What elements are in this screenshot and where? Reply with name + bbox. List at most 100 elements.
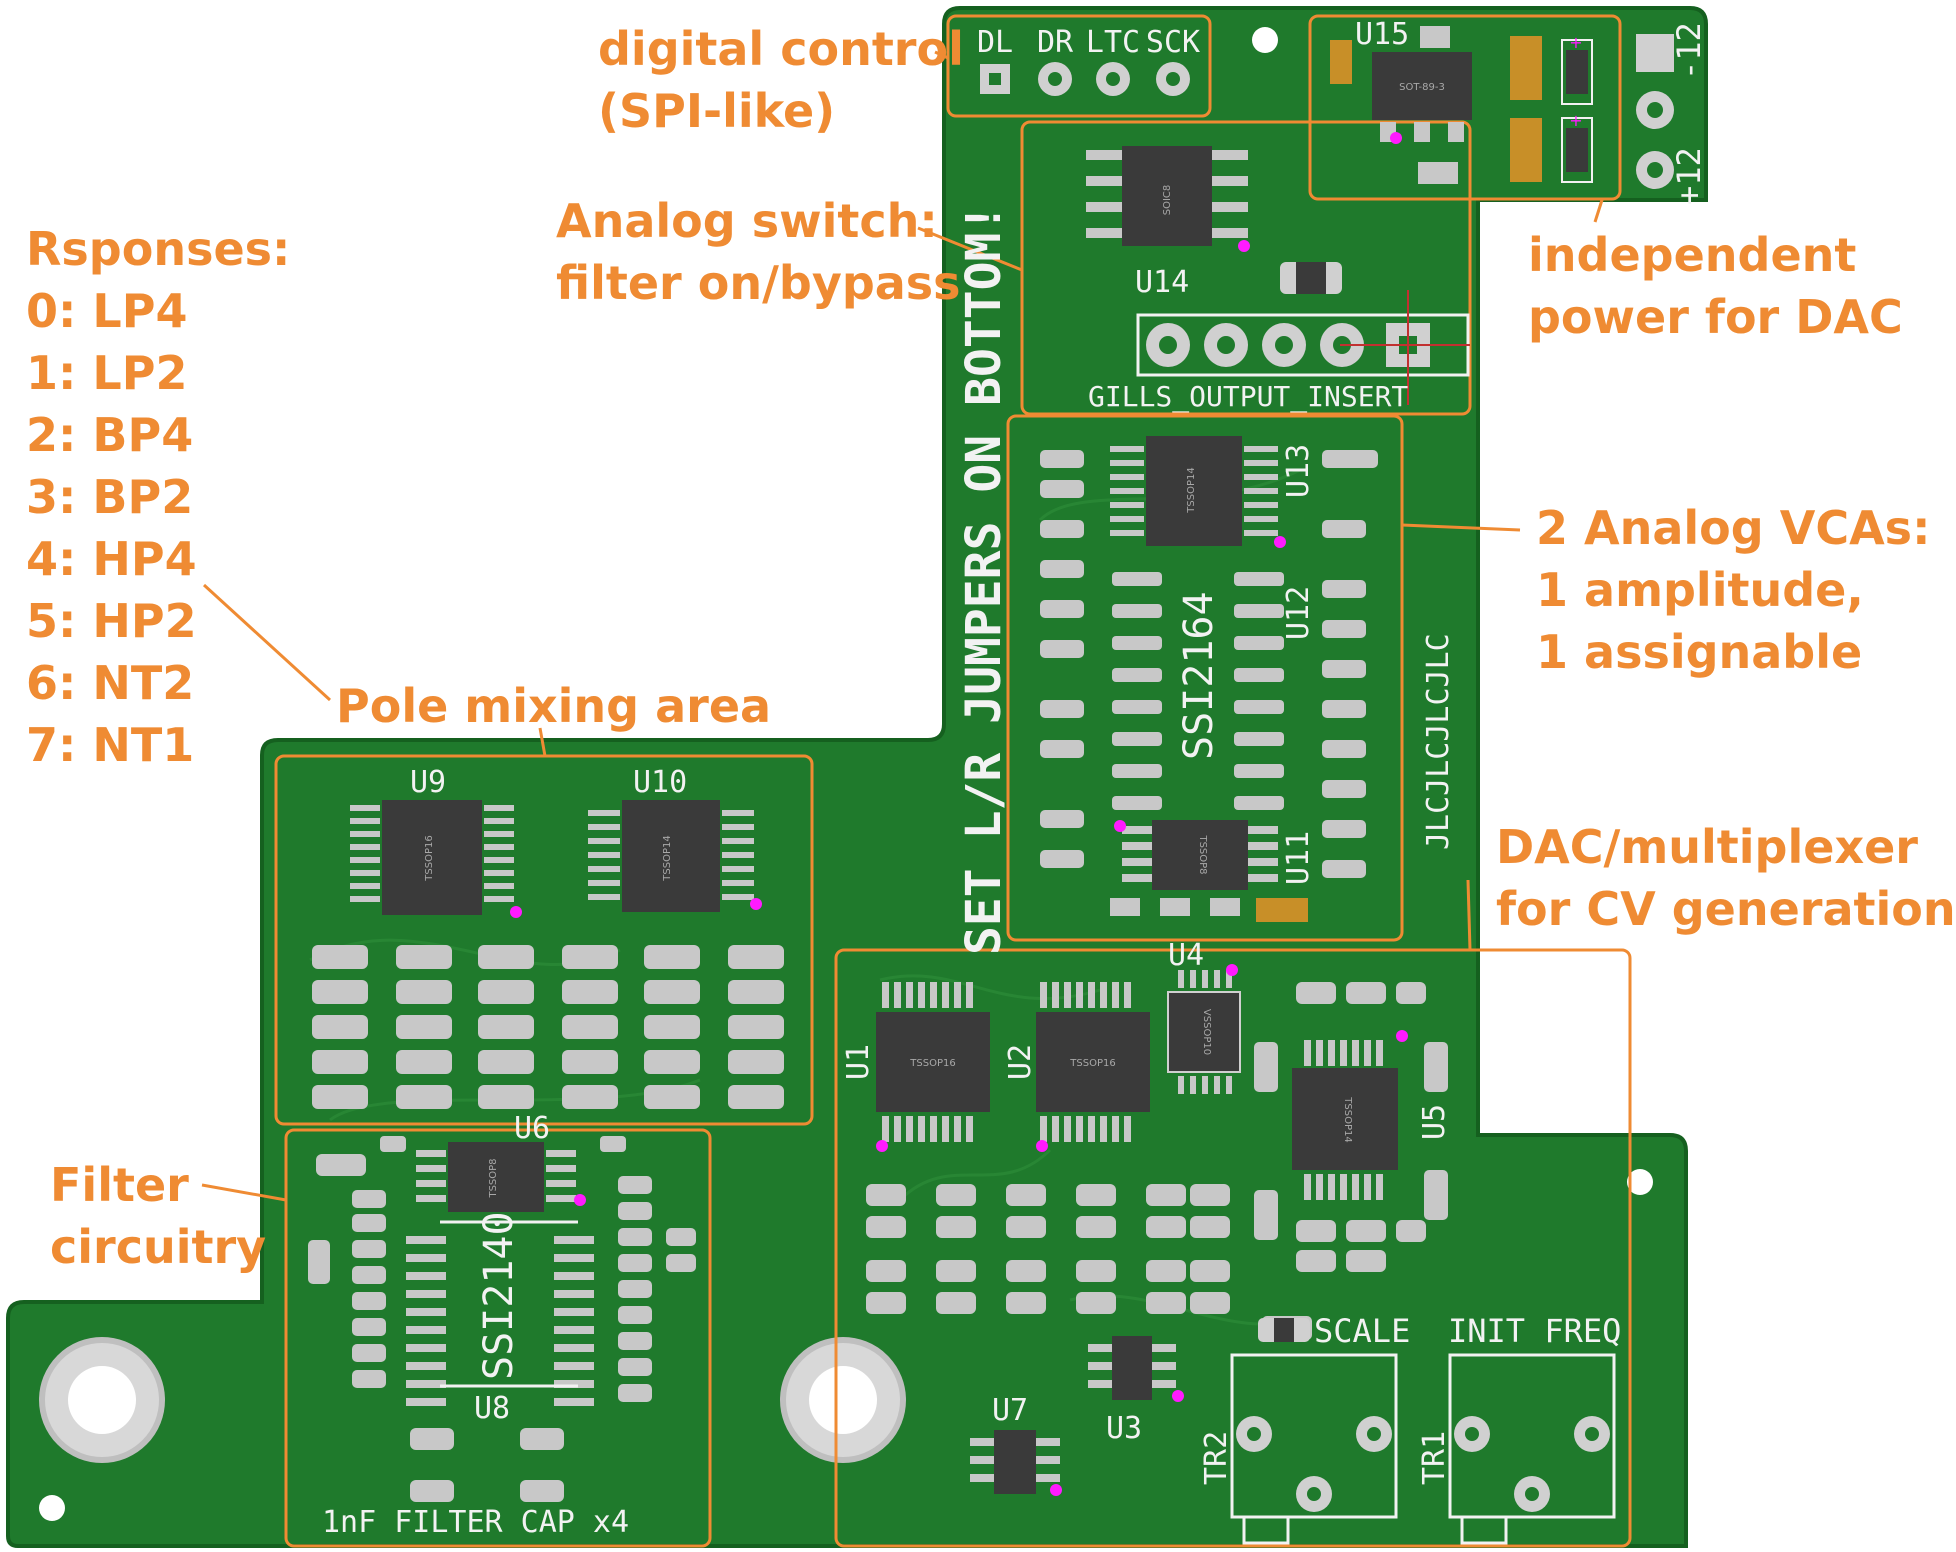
area-dac [834, 948, 1632, 1548]
power-label-minus12: -12 [1670, 22, 1708, 80]
trimmer-tr2: TR2 SCALE [1199, 1312, 1410, 1545]
chip-package-u15: SOT-89-3 [1399, 82, 1445, 93]
annotation-line: independent [1528, 228, 1857, 282]
ref-label-u7: U7 [992, 1393, 1028, 1428]
annotation-line: 4: HP4 [26, 532, 197, 586]
header-pin-label: DR [1037, 25, 1074, 60]
chip-package-u4: VSSOP10 [1201, 1009, 1212, 1055]
chip-package-u6: TSSOP8 [488, 1158, 499, 1198]
annotation-line: (SPI-like) [598, 84, 836, 138]
area-analog-switch [1020, 120, 1472, 416]
filter-passives [308, 1136, 696, 1502]
area-digital-control [946, 14, 1212, 118]
annotation-analog-switch: Analog switch: filter on/bypass [556, 190, 961, 314]
ic-u11: TSSOP8 U11 [1114, 820, 1316, 890]
annotation-line: filter on/bypass [556, 256, 961, 310]
label-output-insert: GILLS_OUTPUT_INSERT [1088, 380, 1408, 414]
svg-text:+: + [1569, 111, 1582, 130]
label-init-freq: INIT FREQ [1448, 1312, 1621, 1350]
label-scale: SCALE [1314, 1312, 1410, 1350]
ic-u9: U9 TSSOP16 [350, 765, 522, 918]
annotation-line: 6: NT2 [26, 656, 195, 710]
output-insert-header: GILLS_OUTPUT_INSERT [1088, 290, 1470, 414]
ref-label-u6: U6 [514, 1111, 550, 1146]
area-filter [284, 1128, 712, 1548]
annotation-line: for CV generation [1496, 882, 1956, 936]
leader-lines [201, 50, 1604, 1202]
ic-u4: U4 VSSOP10 [1167, 938, 1241, 1094]
ic-u7: U7 [970, 1393, 1062, 1496]
ref-label-u12: U12 [1281, 586, 1316, 640]
annotation-dac: DAC/multiplexer for CV generation [1496, 816, 1956, 940]
power-pin-square [1636, 34, 1674, 72]
annotation-line: 7: NT1 [26, 718, 195, 772]
annotation-line: circuitry [50, 1220, 267, 1274]
chip-package-u1: TSSOP16 [909, 1058, 955, 1069]
label-filter-cap: 1nF FILTER CAP x4 [322, 1505, 629, 1540]
label-jlc: JLCJLCJLCJLC [1421, 633, 1456, 850]
area-vcas [1006, 414, 1404, 942]
annotation-line: digital control [598, 22, 964, 76]
ic-u5: TSSOP14 U5 [1292, 1030, 1452, 1200]
annotation-line: 3: BP2 [26, 470, 194, 524]
ref-label-u14: U14 [1135, 265, 1189, 300]
chip-package-u11: TSSOP8 [1197, 834, 1208, 874]
annotation-line: Rsponses: [26, 222, 291, 276]
trimmer-tr1: TR1 INIT FREQ [1417, 1312, 1621, 1545]
header-pin-label: SCK [1146, 25, 1200, 60]
fiducial-top [1252, 27, 1278, 53]
annotation-responses: Rsponses: 0: LP4 1: LP2 2: BP4 3: BP2 4:… [26, 218, 290, 776]
switch-u14: SOIC8 U14 [1086, 146, 1342, 300]
label-ssi2140: SSI2140 [476, 1211, 522, 1380]
chip-package-u13: TSSOP14 [1186, 467, 1197, 513]
ic-u10: U10 TSSOP14 [588, 765, 762, 912]
regulator-u15: U15 SOT-89-3 + + [1330, 17, 1593, 184]
power-header: -12 +12 [1636, 22, 1708, 205]
annotation-independent-power: independent power for DAC [1528, 224, 1903, 348]
pole-mixing-resistor-grid [312, 945, 784, 1109]
annotation-line: 2: BP4 [26, 408, 194, 462]
pcb-board [6, 6, 1708, 1548]
ref-label-u9: U9 [410, 765, 446, 800]
ic-u3: U3 [1088, 1336, 1184, 1446]
annotation-pole-mixing: Pole mixing area [336, 679, 772, 733]
annotation-line: 1 assignable [1536, 625, 1863, 679]
mounting-hole-center [780, 1337, 906, 1463]
ref-label-u10: U10 [633, 765, 687, 800]
annotation-line: Filter [50, 1158, 189, 1212]
header-pin-label: LTC [1086, 25, 1140, 60]
ref-label-u3: U3 [1106, 1411, 1142, 1446]
annotation-line: 5: HP2 [26, 594, 197, 648]
annotation-line: 2 Analog VCAs: [1536, 501, 1931, 555]
annotation-line: DAC/multiplexer [1496, 820, 1918, 874]
ic-ssi2164-u12: SSI2164 U12 [1112, 572, 1316, 810]
label-tr2: TR2 [1199, 1431, 1234, 1485]
ic-u2: TSSOP16 U2 [1003, 982, 1150, 1152]
area-dac-power [1308, 14, 1622, 201]
chip-package-u14: SOIC8 [1162, 185, 1173, 216]
chip-package-u2: TSSOP16 [1069, 1058, 1115, 1069]
ref-label-u4: U4 [1168, 938, 1204, 973]
annotation-line: Analog switch: [556, 194, 938, 248]
ic-ssi2140-u8: SSI2140 U8 [406, 1211, 594, 1426]
annotation-digital-control: digital control (SPI-like) [598, 18, 964, 142]
annotation-filter-circuitry: Filter circuitry [50, 1154, 266, 1278]
power-label-plus12: +12 [1670, 147, 1708, 205]
header-pin-label: DL [977, 25, 1013, 60]
svg-text:+: + [1569, 33, 1582, 52]
fiducial-bottom-left [39, 1495, 65, 1521]
fiducial-right [1627, 1169, 1653, 1195]
chip-package-u9: TSSOP16 [424, 835, 435, 881]
annotation-vcas: 2 Analog VCAs: 1 amplitude, 1 assignable [1536, 497, 1930, 683]
chip-package-u5: TSSOP14 [1342, 1096, 1353, 1142]
label-tr1: TR1 [1417, 1431, 1452, 1485]
annotation-line: power for DAC [1528, 290, 1903, 344]
ic-u1: TSSOP16 U1 [841, 982, 990, 1152]
ref-label-u8: U8 [474, 1391, 510, 1426]
ref-label-u5: U5 [1417, 1104, 1452, 1140]
label-ssi2164: SSI2164 [1176, 591, 1222, 760]
digital-control-header: DL DR LTC SCK [977, 25, 1200, 96]
annotation-line: 1 amplitude, [1536, 563, 1864, 617]
ref-label-u15: U15 [1355, 17, 1409, 52]
